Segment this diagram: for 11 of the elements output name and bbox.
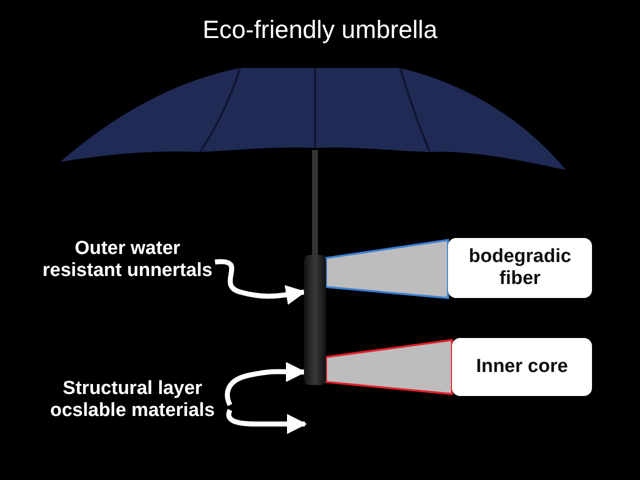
curved-arrow <box>226 409 307 434</box>
callout-text: Structural layer ocslable materials <box>35 378 230 448</box>
callout-wedge <box>325 238 449 300</box>
callout-box: bodegradic fiber <box>448 238 592 298</box>
callout-wedge <box>325 338 453 396</box>
title: Eco-friendly umbrella <box>202 16 438 45</box>
callout-box: Inner core <box>452 338 592 396</box>
umbrella-handle-drawing <box>304 255 326 385</box>
curved-arrow <box>224 362 306 406</box>
callout-text: Outer water resistant unnertals <box>40 238 215 308</box>
curved-arrow <box>214 259 306 305</box>
